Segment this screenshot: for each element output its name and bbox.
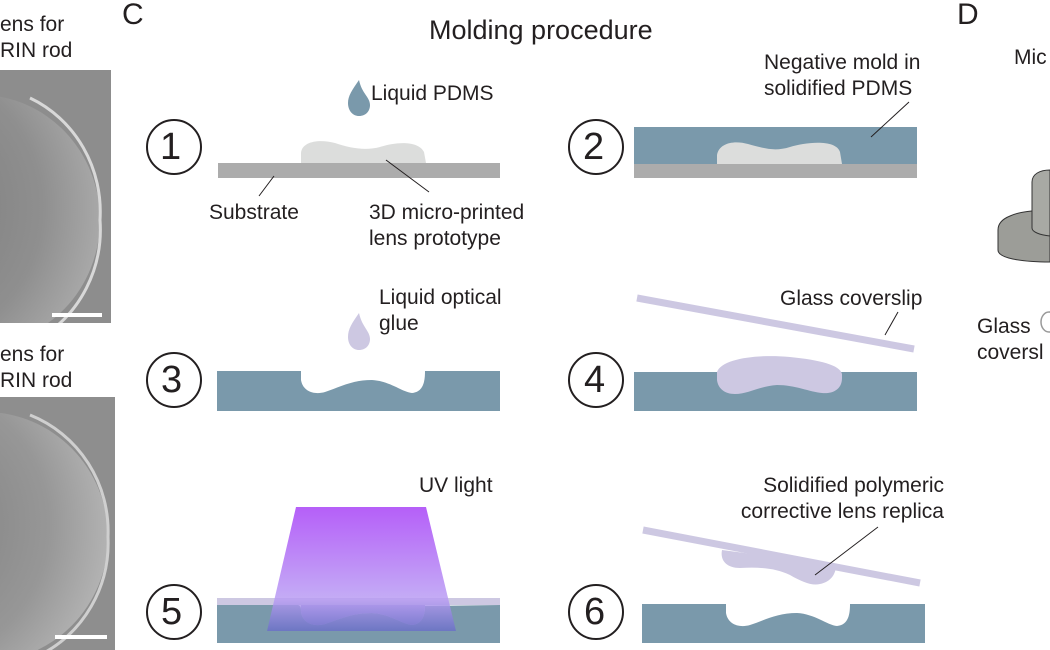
panel-d-glass-label-line-2: coversl [977, 341, 1044, 364]
coverslip-leader [884, 311, 899, 336]
scale-bar-bottom [55, 635, 107, 639]
step-3 [146, 313, 500, 411]
sem-top-caption-line-1: ens for [0, 13, 65, 36]
step-1 [146, 80, 500, 197]
step-4-circle [568, 352, 624, 408]
step-number-2: 2 [583, 126, 605, 168]
step-number-3: 3 [161, 359, 183, 401]
step-number-5: 5 [161, 591, 183, 633]
substrate-label: Substrate [209, 201, 299, 224]
step-2-circle [568, 119, 624, 175]
negative-mold-label-line-1: Negative mold in [764, 51, 921, 74]
sem-bottom-caption-line-2: RIN rod [0, 369, 73, 392]
liquid-glue-label: Liquid optical glue [379, 285, 502, 337]
sem-lens-top-graphic [0, 70, 111, 323]
substrate-bar [634, 164, 917, 178]
step-1-circle [146, 119, 202, 175]
sem-image-bottom [0, 397, 115, 650]
liquid-glue-label-line-2: glue [379, 312, 419, 335]
sem-top-caption-line-2: RIN rod [0, 39, 73, 62]
replica-label: Solidified polymeric corrective lens rep… [710, 473, 944, 525]
step-4 [568, 294, 917, 411]
glass-coverslip-label: Glass coverslip [780, 287, 923, 310]
replica-label-line-1: Solidified polymeric [763, 474, 944, 497]
replica-label-line-2: corrective lens replica [740, 500, 944, 523]
negative-mold-label-line-2: solidified PDMS [764, 77, 913, 100]
liquid-glue-label-line-1: Liquid optical [379, 286, 502, 309]
lens-prototype-embedded [717, 142, 842, 164]
step-3-circle [146, 352, 202, 408]
panel-d-title-partial: Mic [1014, 46, 1047, 69]
sem-bottom-caption-line-1: ens for [0, 343, 65, 366]
pdms-mold-with-cavity [217, 371, 500, 411]
uv-light-label: UV light [419, 474, 493, 497]
micro-lens-3d-model [997, 169, 1050, 333]
prototype-label-line-2: lens prototype [369, 227, 501, 250]
panel-letter-c: C [122, 0, 144, 31]
mold-leader [870, 101, 910, 138]
sem-bottom-caption: ens for RIN rod [0, 342, 72, 394]
scale-bar-top [52, 313, 102, 317]
replica-leader [814, 526, 879, 576]
top-cylinder [1031, 169, 1050, 237]
sem-top-caption: ens for RIN rod [0, 12, 72, 64]
lens-replica [721, 550, 836, 585]
step-5-circle [146, 584, 202, 640]
step-2 [568, 101, 917, 178]
sem-image-top [0, 70, 111, 323]
step-number-1: 1 [160, 126, 182, 168]
lens-prototype-shape [301, 141, 426, 163]
pdms-mold-with-cavity [642, 604, 925, 643]
panel-d-glass-label-line-1: Glass [977, 315, 1031, 338]
diagram-title: Molding procedure [429, 15, 653, 45]
step-number-6: 6 [584, 591, 606, 633]
substrate-bar [218, 163, 500, 178]
step-5 [146, 507, 500, 643]
panel-d-glass-label: Glass coversl [977, 314, 1044, 366]
glue-fill [717, 356, 842, 394]
step-number-4: 4 [584, 359, 606, 401]
panel-letter-d: D [957, 0, 979, 31]
pdms-drop-icon [348, 80, 370, 116]
liquid-pdms-label: Liquid PDMS [371, 82, 494, 105]
sem-lens-bottom-graphic [0, 397, 115, 650]
step-6-circle [568, 584, 624, 640]
prototype-label-line-1: 3D micro-printed [369, 201, 525, 224]
prototype-label: 3D micro-printed lens prototype [369, 200, 524, 252]
glass-icon [1040, 311, 1050, 333]
glass-coverslip [642, 526, 921, 587]
step-6 [568, 526, 925, 643]
prototype-leader [385, 159, 430, 193]
negative-mold-label: Negative mold in solidified PDMS [764, 50, 920, 102]
uv-light-beam [267, 507, 456, 631]
substrate-leader [258, 175, 275, 197]
glass-coverslip [636, 294, 915, 353]
glue-drop-icon [348, 313, 370, 350]
